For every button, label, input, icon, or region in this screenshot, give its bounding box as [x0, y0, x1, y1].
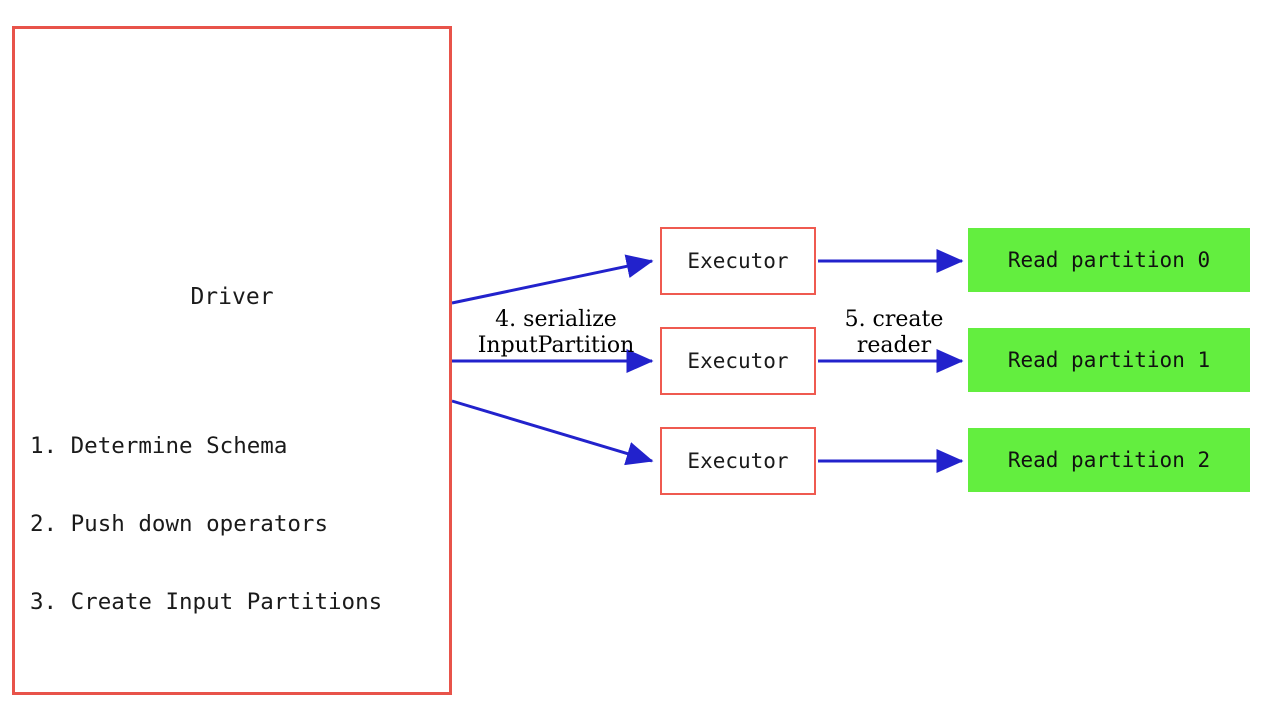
edge-label-serialize-line-1: 4. serialize: [495, 307, 617, 332]
driver-step-1: 1. Determine Schema: [30, 433, 288, 459]
executor-label-2: Executor: [687, 349, 789, 373]
executor-label-3: Executor: [687, 449, 789, 473]
executor-box-2: Executor: [660, 327, 816, 395]
partition-box-2: Read partition 2: [968, 428, 1250, 492]
executor-box-1: Executor: [660, 227, 816, 295]
edge-label-create-reader-line-2: reader: [856, 333, 932, 358]
driver-step-2: 2. Push down operators: [30, 511, 329, 537]
partition-box-1: Read partition 1: [968, 328, 1250, 392]
arrow-driver-to-executor-3: [451, 399, 654, 466]
driver-step-list: 1. Determine Schema 2. Push down operato…: [30, 381, 382, 667]
driver-box: Driver 1. Determine Schema 2. Push down …: [12, 26, 452, 695]
driver-step-3: 3. Create Input Partitions: [30, 589, 383, 615]
edge-label-serialize: 4. serialize InputPartition: [466, 307, 646, 359]
partition-box-0: Read partition 0: [968, 228, 1250, 292]
driver-title: Driver: [190, 284, 274, 310]
edge-label-create-reader: 5. create reader: [826, 307, 962, 359]
arrow-driver-to-executor-1: [451, 254, 654, 305]
edge-label-serialize-line-2: InputPartition: [477, 333, 635, 358]
edge-label-create-reader-line-1: 5. create: [844, 307, 944, 332]
partition-label-2: Read partition 2: [1007, 448, 1211, 472]
executor-label-1: Executor: [687, 249, 789, 273]
executor-box-3: Executor: [660, 427, 816, 495]
partition-label-0: Read partition 0: [1007, 248, 1211, 272]
partition-label-1: Read partition 1: [1007, 348, 1211, 372]
